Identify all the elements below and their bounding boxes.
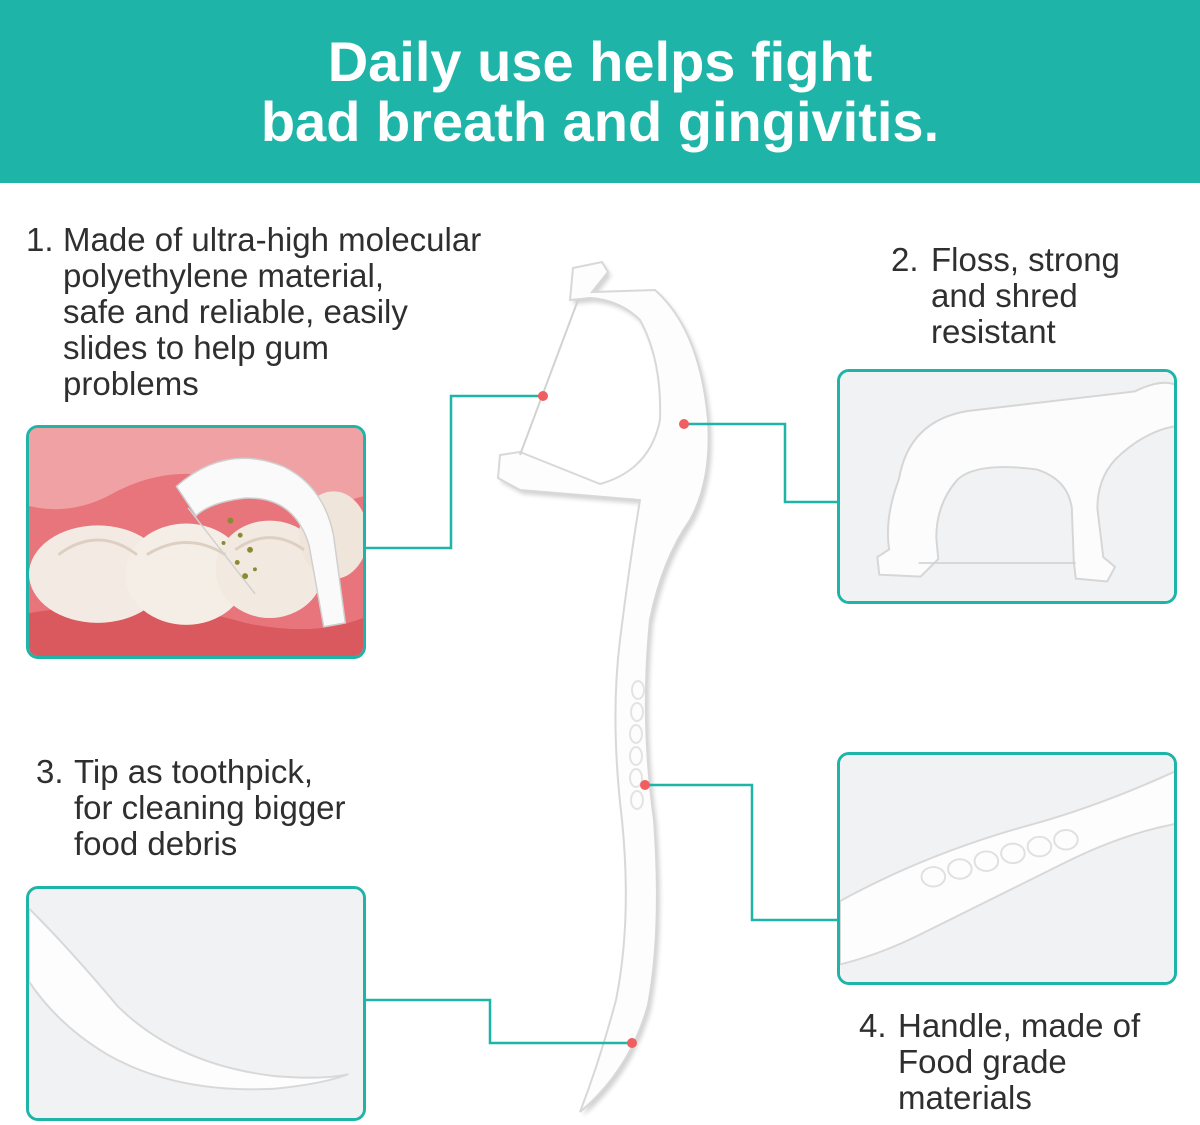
feature-4-number: 4.: [859, 1007, 887, 1044]
connector-4: [645, 783, 838, 922]
marker-tip: [627, 1038, 637, 1048]
feature-1-line: polyethylene material,: [63, 257, 385, 294]
feature-1-text: 1. Made of ultra-high molecular polyethy…: [26, 222, 481, 402]
marker-head: [679, 419, 689, 429]
headline-line-2: bad breath and gingivitis.: [260, 89, 940, 153]
handle-ridges-closeup: [920, 829, 1079, 888]
handle-ridges: [629, 680, 645, 810]
connector-2: [684, 422, 838, 504]
feature-3-line: food debris: [74, 825, 238, 862]
callout-markers: [538, 391, 689, 1048]
feature-3-line: for cleaning bigger: [74, 789, 346, 826]
feature-1-photo: [26, 425, 366, 659]
connector-1: [365, 394, 543, 550]
feature-2-photo: [837, 369, 1177, 604]
feature-2-line: Floss, strong: [931, 241, 1120, 278]
connector-lines: [365, 394, 838, 1045]
feature-4-text: 4. Handle, made of Food grade materials: [859, 1008, 1140, 1116]
floss-head-photo: [840, 372, 1174, 601]
feature-1-line: safe and reliable, easily: [63, 293, 408, 330]
header-banner: Daily use helps fight bad breath and gin…: [0, 0, 1200, 183]
marker-handle: [640, 780, 650, 790]
connector-3: [365, 998, 632, 1045]
feature-4-line: materials: [898, 1079, 1032, 1116]
feature-4-line: Food grade: [898, 1043, 1067, 1080]
feature-1-line: problems: [63, 365, 199, 402]
feature-3-line: Tip as toothpick,: [74, 753, 314, 790]
feature-2-number: 2.: [891, 241, 919, 278]
feature-1-line: slides to help gum: [63, 329, 329, 366]
headline-line-1: Daily use helps fight: [327, 29, 873, 93]
feature-1-line: Made of ultra-high molecular: [63, 221, 482, 258]
feature-3-photo: [26, 886, 366, 1121]
feature-2-line: and shred: [931, 277, 1078, 314]
feature-3-number: 3.: [36, 753, 64, 790]
feature-1-number: 1.: [26, 221, 54, 258]
feature-3-text: 3. Tip as toothpick, for cleaning bigger…: [36, 754, 346, 862]
toothpick-tip-photo: [29, 889, 363, 1118]
feature-4-photo: [837, 752, 1177, 985]
feature-2-line: resistant: [931, 313, 1056, 350]
feature-4-line: Handle, made of: [898, 1007, 1141, 1044]
teeth-photo: [29, 428, 363, 656]
handle-photo: [840, 755, 1174, 982]
floss-pick-body: [496, 260, 710, 1113]
marker-floss: [538, 391, 548, 401]
feature-2-text: 2. Floss, strong and shred resistant: [891, 242, 1120, 350]
